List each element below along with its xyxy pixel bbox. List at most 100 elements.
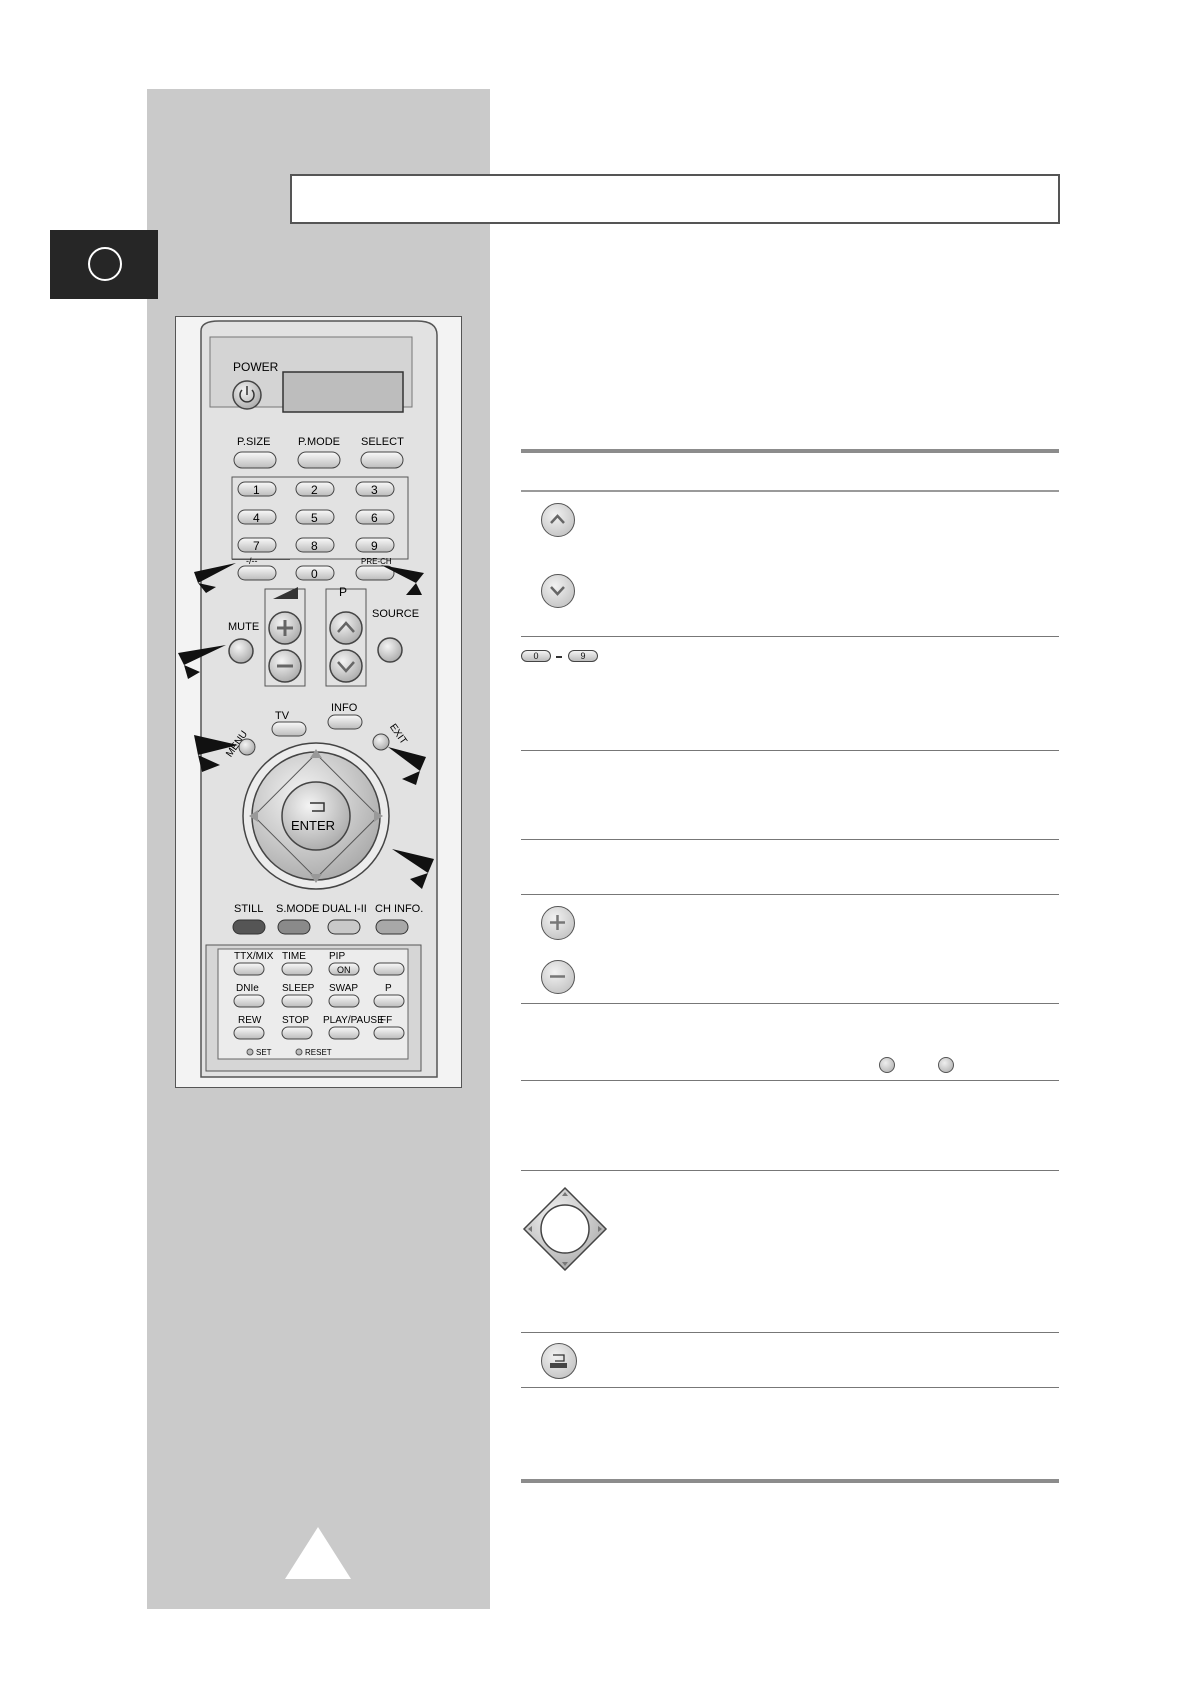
- playpause-label: PLAY/PAUSE: [323, 1015, 384, 1026]
- digit-button-1: [237, 481, 277, 497]
- time-label: TIME: [282, 951, 306, 962]
- menu-button: [238, 738, 256, 756]
- chinfo-button: [375, 919, 409, 935]
- table-header-rule: [521, 490, 1059, 492]
- playpause-button: [328, 1026, 360, 1040]
- tv-button: [271, 721, 307, 737]
- chinfo-label: CH INFO.: [375, 903, 423, 915]
- psize-button: [233, 451, 277, 469]
- ff-label: FF: [380, 1015, 392, 1026]
- dnie-label: DNIe: [236, 983, 259, 994]
- table-row-rule: [521, 1387, 1059, 1388]
- digit-label-6: 6: [371, 511, 378, 525]
- zero-label: 0: [311, 567, 318, 581]
- channel-down-button: [329, 649, 363, 683]
- still-button: [232, 919, 266, 935]
- dual-button: [327, 919, 361, 935]
- power-label: POWER: [233, 360, 279, 374]
- digit-button-2: [295, 481, 335, 497]
- digit-button-5: [295, 509, 335, 525]
- table-row-rule: [521, 1332, 1059, 1333]
- digit-button-4: [237, 509, 277, 525]
- channel-up-button: [329, 611, 363, 645]
- smode-button: [277, 919, 311, 935]
- table-row-rule: [521, 1170, 1059, 1171]
- digit-label-3: 3: [371, 483, 378, 497]
- pointer-arrow-mute: [178, 645, 226, 679]
- page-down-button: [373, 994, 405, 1008]
- page-up-triangle-icon: [285, 1527, 351, 1579]
- prech-button: [355, 565, 395, 581]
- zero-button: [295, 565, 335, 581]
- enter-button: [281, 781, 351, 851]
- channel-up-icon: [541, 503, 575, 537]
- p2-label: P: [385, 983, 392, 994]
- tv-label: TV: [275, 710, 290, 722]
- digit-label-8: 8: [311, 539, 318, 553]
- enter-label: ENTER: [291, 818, 335, 833]
- power-icon: [239, 389, 255, 403]
- digit-label-7: 7: [253, 539, 260, 553]
- digit-label-9: 9: [371, 539, 378, 553]
- reset-label: RESET: [305, 1048, 332, 1057]
- ttx-button: [233, 962, 265, 976]
- volume-up-icon: [541, 906, 575, 940]
- enter-icon: [541, 1343, 577, 1379]
- p-label: P: [339, 585, 347, 599]
- navigation-arrows-icon: [522, 1186, 608, 1272]
- stop-button: [281, 1026, 313, 1040]
- digit-button-6: [355, 509, 395, 525]
- digit-nine-icon: 9: [568, 650, 598, 662]
- rew-label: REW: [238, 1015, 262, 1026]
- psize-label: P.SIZE: [237, 436, 270, 448]
- set-label: SET: [256, 1048, 272, 1057]
- digit-button-8: [295, 537, 335, 553]
- digit-button-3: [355, 481, 395, 497]
- table-row-rule: [521, 1003, 1059, 1004]
- info-button: [327, 714, 363, 730]
- table-row-rule: [521, 839, 1059, 840]
- digit-label-1: 1: [253, 483, 260, 497]
- channel-down-icon: [541, 574, 575, 608]
- dash-label: -/--: [246, 556, 258, 566]
- table-bottom-rule: [521, 1479, 1059, 1483]
- dnie-button: [233, 994, 265, 1008]
- rew-button: [233, 1026, 265, 1040]
- page-up-button: [373, 962, 405, 976]
- pointer-arrow-exit: [388, 747, 426, 785]
- remote-display: [282, 371, 404, 413]
- pmode-label: P.MODE: [298, 436, 340, 448]
- language-tab: [50, 230, 158, 299]
- digit-label-2: 2: [311, 483, 318, 497]
- info-label: INFO: [331, 702, 358, 714]
- exit-button: [372, 733, 390, 751]
- smode-label: S.MODE: [276, 903, 319, 915]
- select-label: SELECT: [361, 436, 404, 448]
- pip-on-label: ON: [337, 965, 351, 975]
- stop-label: STOP: [282, 1015, 309, 1026]
- volume-up-small-icon: [879, 1057, 895, 1073]
- volume-down-small-icon: [938, 1057, 954, 1073]
- pmode-button: [297, 451, 341, 469]
- page-title-box: [290, 174, 1060, 224]
- sleep-button: [281, 994, 313, 1008]
- pointer-arrow-menu: [194, 735, 238, 772]
- mute-label: MUTE: [228, 621, 259, 633]
- source-button: [377, 637, 403, 663]
- table-row-rule: [521, 750, 1059, 751]
- ttx-label: TTX/MIX: [234, 951, 274, 962]
- pip-on-button: [328, 962, 360, 976]
- table-top-rule: [521, 449, 1059, 453]
- digit-label-5: 5: [311, 511, 318, 525]
- table-row-rule: [521, 636, 1059, 637]
- pointer-arrow-enter: [392, 849, 434, 889]
- pointer-arrow-prech: [381, 565, 424, 595]
- dual-label: DUAL I-II: [322, 903, 367, 915]
- prech-label: PRE-CH: [361, 557, 392, 566]
- table-row-rule: [521, 894, 1059, 895]
- still-label: STILL: [234, 903, 263, 915]
- time-button: [281, 962, 313, 976]
- pointer-arrow-dash: [194, 563, 236, 593]
